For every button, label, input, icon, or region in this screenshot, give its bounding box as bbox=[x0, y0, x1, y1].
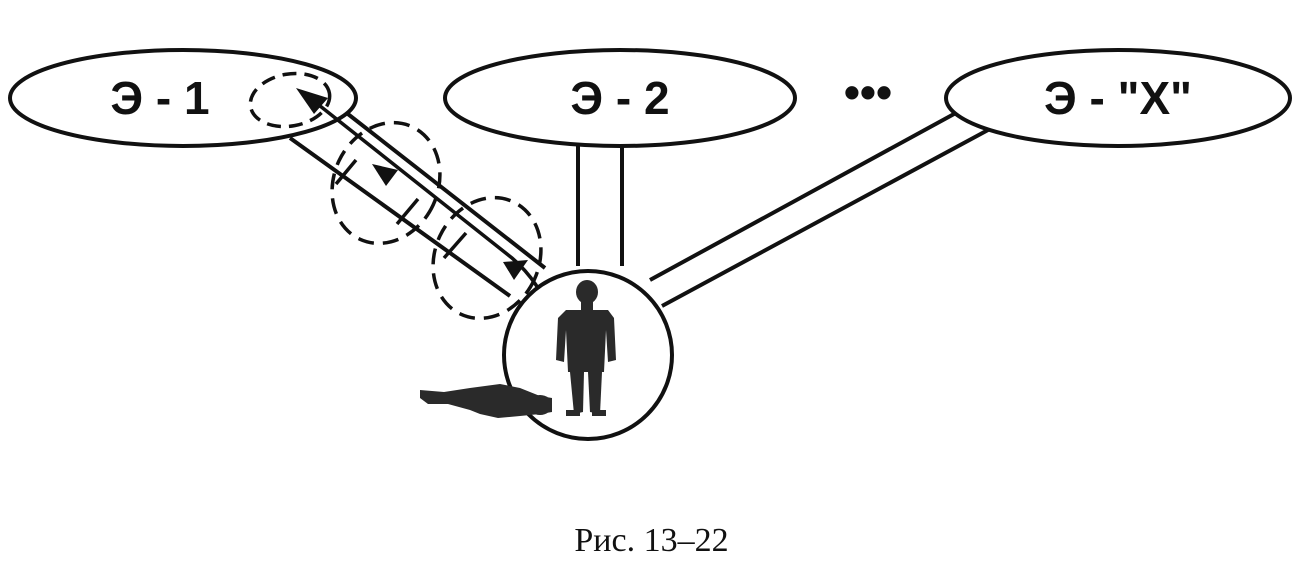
channel-e1 bbox=[288, 98, 547, 298]
channel-ex bbox=[649, 106, 989, 308]
node-ex bbox=[944, 48, 1292, 148]
arrowhead-low bbox=[503, 260, 528, 280]
node-e2 bbox=[443, 48, 797, 148]
channel-ticks bbox=[334, 158, 468, 260]
lying-figure-icon bbox=[420, 384, 552, 418]
arrowhead-mid bbox=[372, 164, 398, 186]
ellipsis-dots: ••• bbox=[844, 66, 892, 118]
channel-e2 bbox=[576, 140, 624, 266]
figure-caption: Рис. 13–22 bbox=[574, 522, 729, 559]
dashed-loop-upper bbox=[330, 120, 442, 246]
dashed-loop-e1 bbox=[248, 71, 332, 129]
node-ex-label: Э - "Х" bbox=[1044, 72, 1192, 124]
arrowhead-e1 bbox=[296, 88, 328, 114]
node-e1-label: Э - 1 bbox=[110, 72, 209, 124]
node-e2-label: Э - 2 bbox=[570, 72, 669, 124]
node-e1 bbox=[8, 48, 358, 148]
standing-figure-icon bbox=[556, 280, 616, 416]
